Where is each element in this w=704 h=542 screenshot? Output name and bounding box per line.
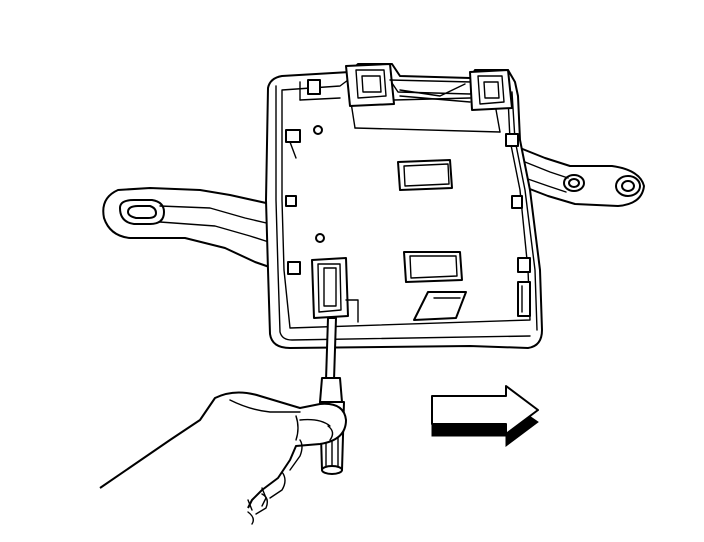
latch-top-left bbox=[345, 63, 473, 107]
right-wall-tabs bbox=[505, 133, 531, 317]
right-mounting-bracket bbox=[519, 147, 645, 207]
arrow-right-icon bbox=[431, 385, 539, 447]
left-mounting-bracket bbox=[102, 187, 279, 271]
retaining-clip-left bbox=[311, 257, 359, 323]
hand bbox=[99, 391, 347, 525]
latch-top-right bbox=[469, 69, 513, 111]
floor-slots bbox=[397, 159, 467, 321]
left-wall-tabs bbox=[285, 79, 325, 275]
